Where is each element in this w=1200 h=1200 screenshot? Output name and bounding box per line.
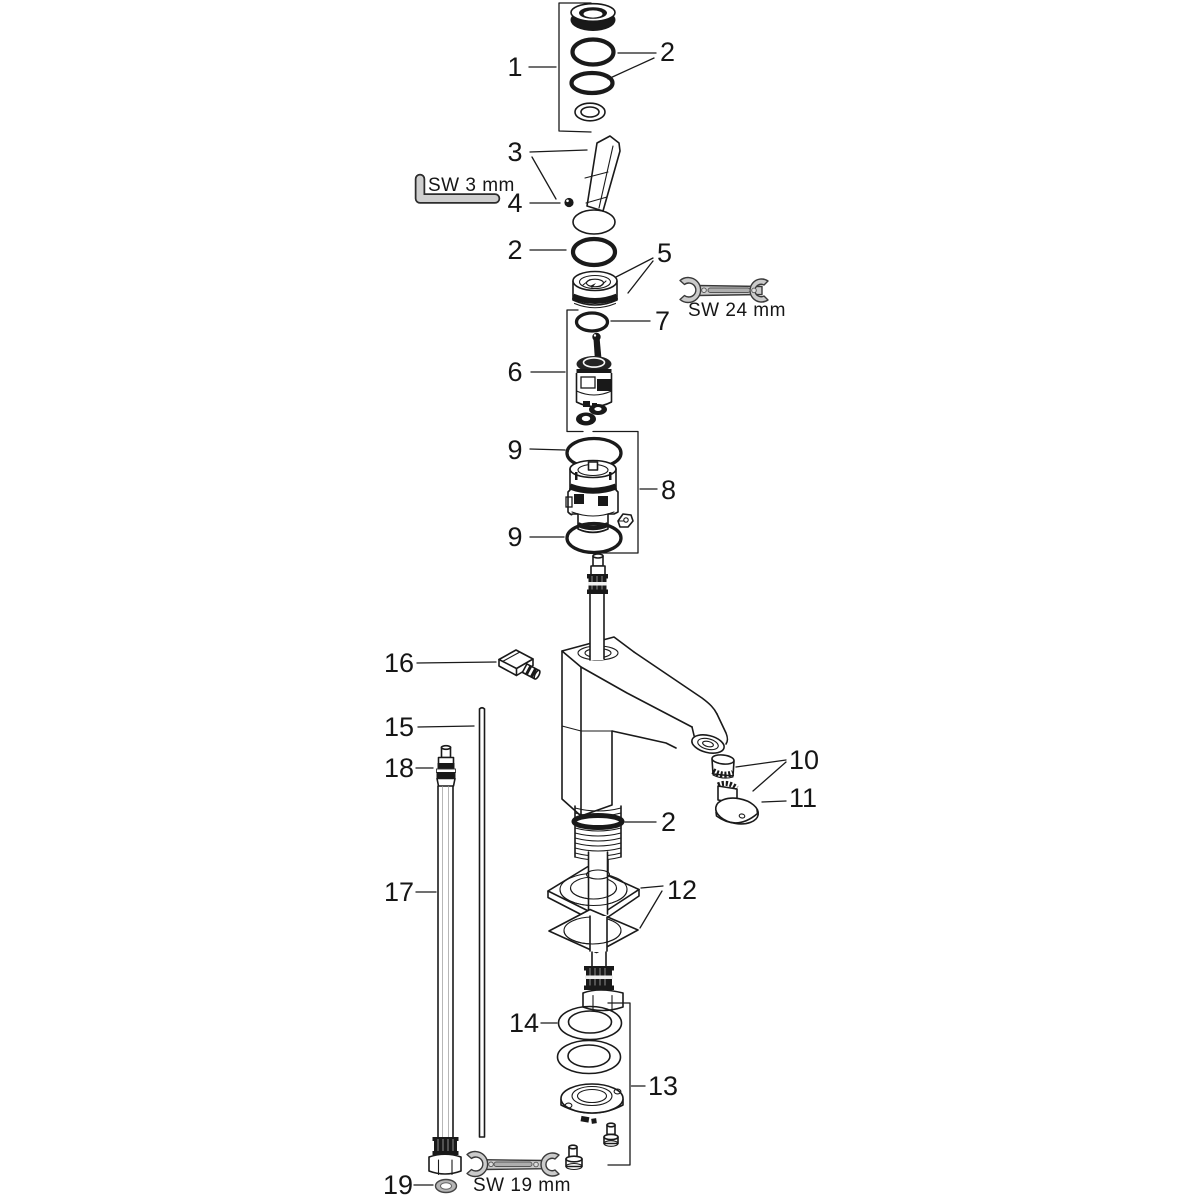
o-ring (565, 521, 623, 555)
part-5-retaining-nut: 5 (571, 238, 672, 309)
part-11-aerator-key: 11 (714, 783, 817, 825)
faucet-body (561, 553, 729, 817)
part-12-base-plates: 12 (547, 851, 697, 954)
callout-19-label: 19 (383, 1170, 413, 1200)
callout-5-label: 5 (657, 238, 672, 268)
callout-4-label: 4 (507, 188, 522, 218)
set-screw (564, 197, 574, 208)
mixing-cartridge (575, 332, 613, 408)
threaded-shank: 2 (571, 805, 676, 873)
callout-17-label: 17 (384, 877, 414, 907)
callout-9-label: 9 (507, 435, 522, 465)
part-2-oring-mid: 2 (507, 235, 618, 268)
outlet-connector (582, 951, 624, 1012)
callout-2-label: 2 (660, 37, 675, 67)
diverter-unit (565, 459, 619, 534)
callout-11-label: 11 (789, 783, 817, 813)
callout-18-label: 18 (384, 753, 414, 783)
callout-15-label: 15 (384, 712, 414, 742)
part-10-aerator: 10 (711, 745, 819, 804)
spout-outlet (691, 734, 725, 754)
part-6-cartridge-group: 6 7 (507, 306, 670, 433)
callout-12-label: 12 (667, 875, 697, 905)
part-1-seal-set: 1 2 (507, 2, 675, 133)
callout-7-label: 7 (655, 306, 670, 336)
callout-2-label: 2 (507, 235, 522, 265)
wrench-24-size-label: SW 24 mm (688, 300, 786, 321)
o-ring (570, 37, 616, 67)
callout-1-label: 1 (507, 52, 522, 82)
wrench-19-size-label: SW 19 mm (473, 1175, 571, 1196)
o-ring (574, 311, 610, 333)
open-end-wrench-24: SW 24 mm (679, 276, 786, 321)
part-4-set-screw: 4 (507, 188, 574, 218)
part-16-check-valve: 16 (384, 648, 541, 680)
callout-14-label: 14 (509, 1008, 539, 1038)
callout-2-label: 2 (661, 807, 676, 837)
o-ring (570, 236, 618, 268)
cartridge-seals (576, 404, 607, 426)
callout-10-label: 10 (789, 745, 819, 775)
callout-6-label: 6 (507, 357, 522, 387)
part-17-supply-hose: 17 (384, 785, 462, 1176)
retainer-clip (617, 513, 634, 528)
allen-key-tool: SW 3 mm (414, 173, 515, 204)
part-19-gasket: 19 (383, 1170, 458, 1200)
part-8-unit-group: 8 9 9 (507, 430, 676, 555)
fixation-bolt (603, 1122, 619, 1147)
connection-stem (587, 553, 608, 661)
fixation-bolt (565, 1144, 583, 1171)
callout-3-label: 3 (507, 137, 522, 167)
mounting-flange (560, 1083, 624, 1124)
o-ring (571, 813, 625, 830)
handle-base (572, 209, 616, 235)
o-ring (569, 70, 615, 96)
callout-16-label: 16 (384, 648, 414, 678)
part-3-handle: 3 (507, 135, 621, 235)
cap-ring (570, 2, 616, 31)
part-13-fixation-set: 13 (556, 1002, 678, 1171)
callout-9-label: 9 (507, 522, 522, 552)
allen-key-size-label: SW 3 mm (428, 175, 515, 196)
callout-13-label: 13 (648, 1071, 678, 1101)
slip-washer (574, 102, 606, 122)
part-15-rod: 15 (384, 706, 486, 1138)
callout-8-label: 8 (661, 475, 676, 505)
open-end-wrench-19: SW 19 mm (466, 1150, 571, 1196)
part-14-washer: 14 (509, 1005, 623, 1041)
part-18-fitting: 18 (384, 744, 456, 787)
